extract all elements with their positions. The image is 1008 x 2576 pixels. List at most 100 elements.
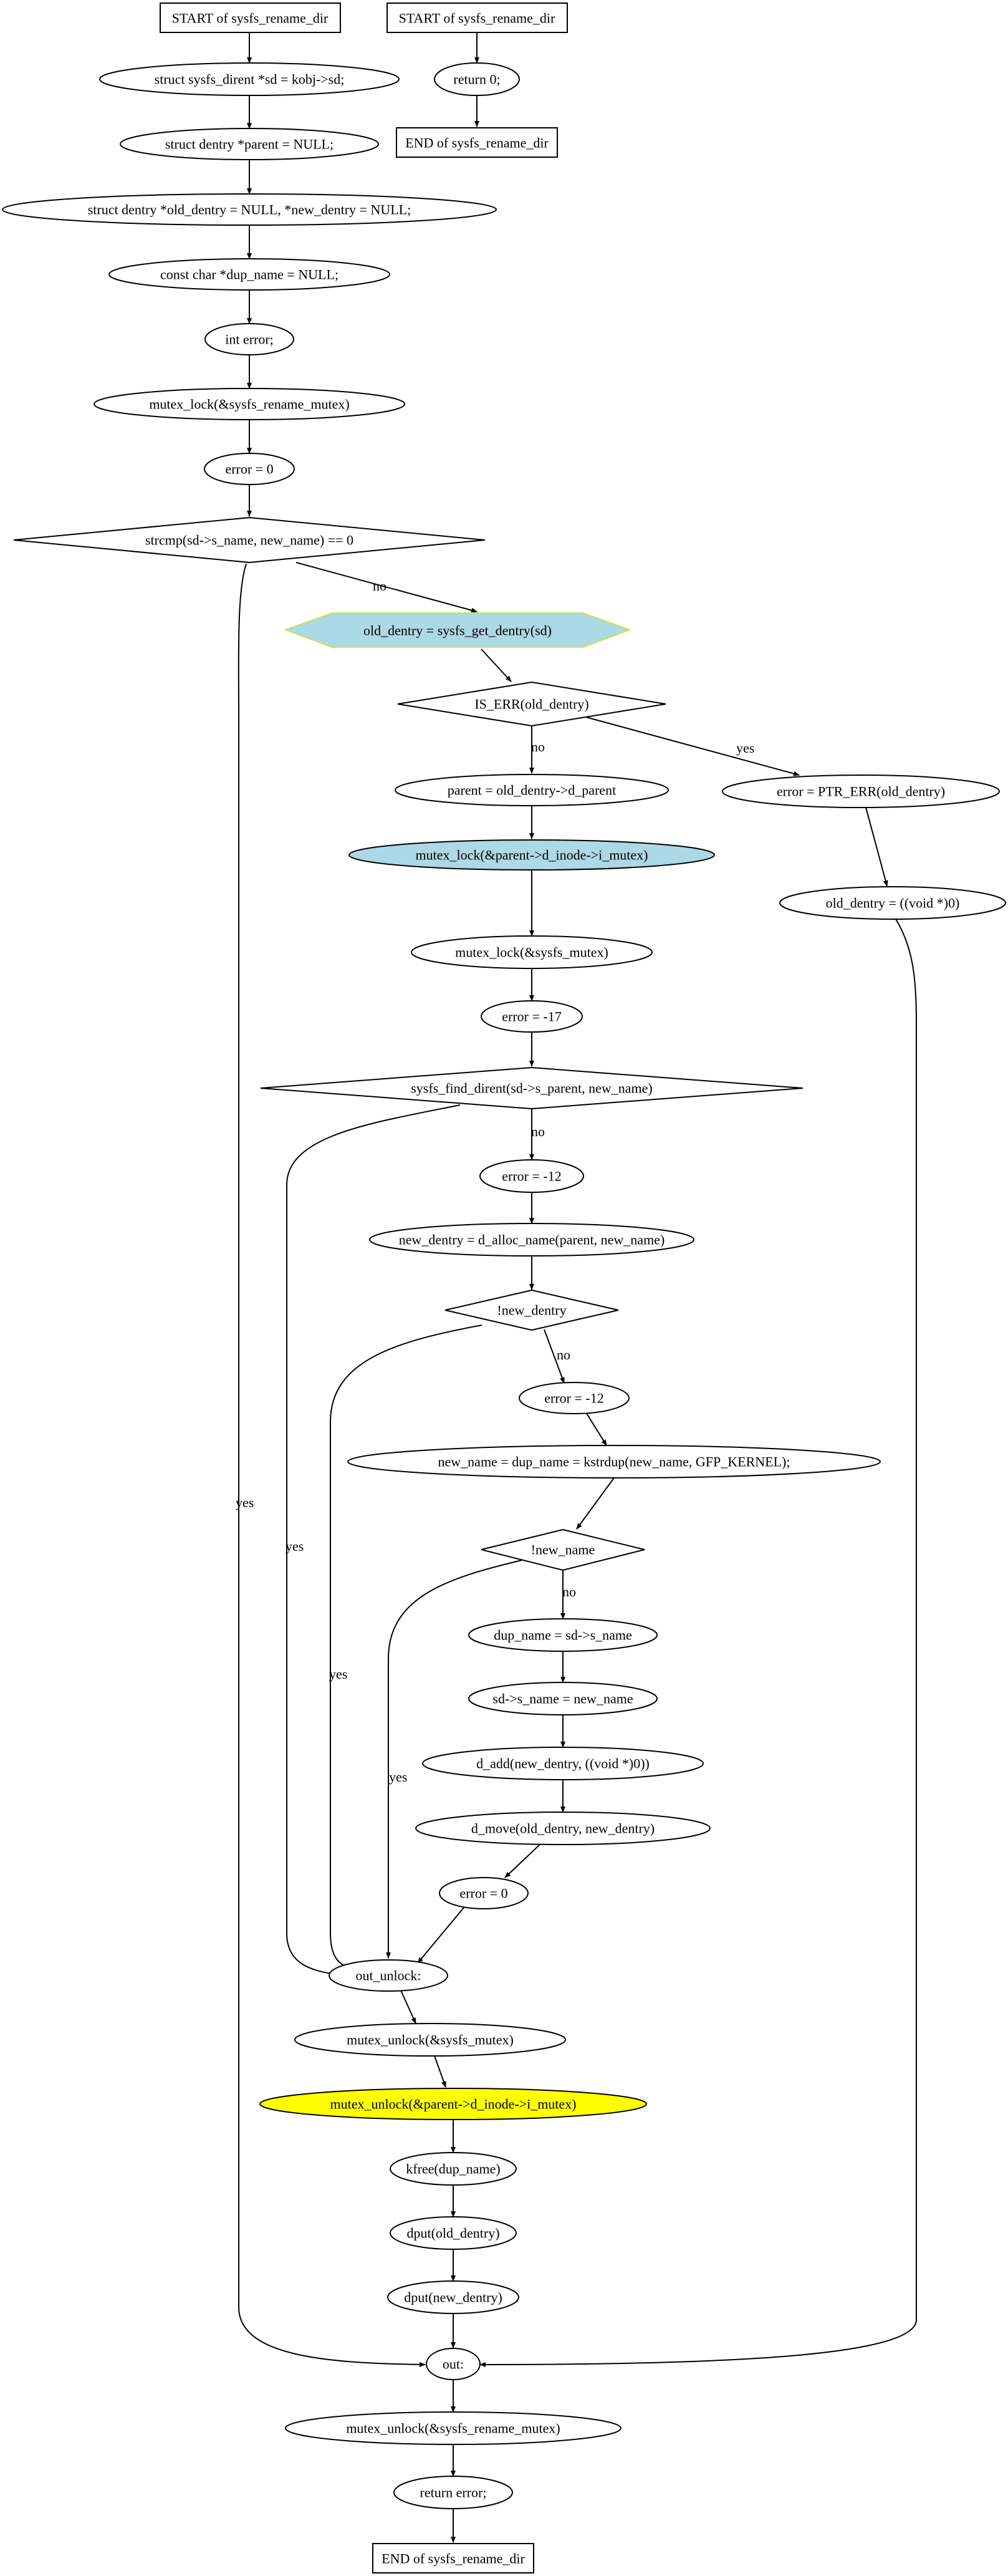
not-new-dentry-decision-label: !new_dentry	[497, 1303, 566, 1318]
strcmp-decision: strcmp(sd->s_name, new_name) == 0	[13, 516, 486, 564]
edge-outunlock-to-unlocksysfs	[400, 1990, 416, 2024]
edge-label-notnewname-no: no	[562, 1584, 576, 1599]
kstrdup-node: new_name = dup_name = kstrdup(new_name, …	[347, 1445, 881, 1479]
start-node-secondary: START of sysfs_rename_dir	[386, 2, 568, 33]
error-minus-12-second-node: error = -12	[519, 1382, 630, 1414]
error-zero-label: error = 0	[225, 461, 273, 477]
edge-oldnull-to-out	[479, 919, 917, 2367]
lock-rename-mutex-node: mutex_lock(&sysfs_rename_mutex)	[94, 388, 405, 420]
edge-label-iserr-no: no	[531, 739, 545, 755]
old-dentry-null-node: old_dentry = ((void *)0)	[779, 886, 1006, 920]
alloc-name-label: new_dentry = d_alloc_name(parent, new_na…	[399, 1232, 665, 1248]
return-error-label: return error;	[420, 2485, 487, 2501]
edge-unlocksysfs-to-unlockinode	[434, 2055, 446, 2088]
start-node: START of sysfs_rename_dir	[160, 2, 341, 33]
parent-assign-node: parent = old_dentry->d_parent	[395, 774, 669, 806]
out-unlock-node: out_unlock:	[329, 1959, 448, 1992]
edge-dmove-to-error0b	[504, 1844, 540, 1878]
error-zero-second-node: error = 0	[439, 1877, 529, 1909]
error-minus-12-node: error = -12	[479, 1159, 584, 1193]
kstrdup-label: new_name = dup_name = kstrdup(new_name, …	[438, 1454, 790, 1470]
d-move-label: d_move(old_dentry, new_dentry)	[471, 1821, 655, 1836]
error-zero-second-label: error = 0	[459, 1886, 507, 1901]
edge-label-strcmp-yes: yes	[236, 1495, 254, 1510]
end-node-secondary-label: END of sysfs_rename_dir	[405, 135, 549, 151]
start-node-label: START of sysfs_rename_dir	[172, 11, 329, 26]
ptr-err-node: error = PTR_ERR(old_dentry)	[722, 774, 1000, 808]
dput-new-node: dput(new_dentry)	[387, 2280, 519, 2314]
edge-ptrerr-to-oldnull	[865, 807, 888, 887]
parent-declaration-node: struct dentry *parent = NULL;	[120, 128, 379, 160]
error-minus-12-second-label: error = -12	[544, 1391, 603, 1406]
edge-label-notnewname-yes: yes	[389, 1769, 407, 1785]
end-node-secondary: END of sysfs_rename_dir	[396, 127, 558, 158]
error-minus-17-node: error = -17	[481, 1000, 583, 1033]
edge-error0b-to-outunlock	[417, 1906, 465, 1964]
dput-old-node: dput(old_dentry)	[390, 2216, 517, 2250]
dput-old-label: dput(old_dentry)	[406, 2226, 499, 2241]
not-new-dentry-decision: !new_dentry	[444, 1289, 619, 1331]
lock-inode-mutex-node: mutex_lock(&parent->d_inode->i_mutex)	[348, 839, 715, 871]
edge-kstrdup-to-notnewname	[576, 1477, 615, 1530]
not-new-name-decision: !new_name	[481, 1528, 645, 1571]
unlock-inode-mutex-label: mutex_unlock(&parent->d_inode->i_mutex)	[330, 2096, 576, 2112]
lock-sysfs-mutex-node: mutex_lock(&sysfs_mutex)	[411, 935, 653, 969]
lock-inode-mutex-label: mutex_lock(&parent->d_inode->i_mutex)	[415, 847, 648, 863]
edge-error12b-to-kstrdup	[585, 1412, 607, 1446]
edge-strcmp-yes-to-out	[238, 563, 426, 2367]
dupname-declaration-node: const char *dup_name = NULL;	[108, 258, 390, 291]
edge-label-strcmp-no: no	[373, 578, 386, 594]
unlock-inode-mutex-node: mutex_unlock(&parent->d_inode->i_mutex)	[259, 2088, 647, 2120]
edge-strcmp-no-to-getdentry	[295, 562, 478, 613]
dentry-declaration-node: struct dentry *old_dentry = NULL, *new_d…	[2, 193, 497, 226]
s-name-assign-label: sd->s_name = new_name	[492, 1691, 633, 1707]
out-node: out:	[426, 2348, 481, 2380]
edge-label-notnewdentry-yes: yes	[329, 1666, 347, 1682]
edge-label-finddirent-yes: yes	[286, 1538, 304, 1554]
out-label: out:	[443, 2357, 464, 2372]
ptr-err-label: error = PTR_ERR(old_dentry)	[777, 784, 945, 799]
edge-iserr-yes-to-ptrerr	[585, 716, 800, 776]
edges: yes no no yes yes no	[236, 32, 917, 2543]
int-error-label: int error;	[225, 332, 274, 347]
d-move-node: d_move(old_dentry, new_dentry)	[415, 1811, 711, 1845]
get-dentry-node: old_dentry = sysfs_get_dentry(sd)	[284, 612, 631, 648]
unlock-sysfs-mutex-label: mutex_unlock(&sysfs_mutex)	[347, 2032, 514, 2048]
dup-name-assign-label: dup_name = sd->s_name	[494, 1628, 632, 1643]
kfree-node: kfree(dup_name)	[390, 2152, 517, 2186]
dup-name-assign-node: dup_name = sd->s_name	[468, 1618, 658, 1652]
get-dentry-label: old_dentry = sysfs_get_dentry(sd)	[363, 623, 552, 639]
old-dentry-null-label: old_dentry = ((void *)0)	[826, 895, 960, 911]
parent-assign-label: parent = old_dentry->d_parent	[448, 783, 616, 798]
error-zero-node: error = 0	[204, 453, 295, 485]
edge-getdentry-to-iserr	[481, 649, 512, 682]
unlock-rename-mutex-label: mutex_unlock(&sysfs_rename_mutex)	[346, 2421, 560, 2436]
find-dirent-decision: sysfs_find_dirent(sd->s_parent, new_name…	[260, 1066, 804, 1110]
return-error-node: return error;	[393, 2476, 513, 2509]
strcmp-decision-label: strcmp(sd->s_name, new_name) == 0	[145, 533, 353, 548]
parent-declaration-label: struct dentry *parent = NULL;	[165, 137, 334, 152]
sd-declaration-node: struct sysfs_dirent *sd = kobj->sd;	[99, 62, 400, 96]
edge-label-finddirent-no: no	[531, 1124, 545, 1139]
d-add-label: d_add(new_dentry, ((void *)0))	[476, 1756, 650, 1772]
sd-declaration-label: struct sysfs_dirent *sd = kobj->sd;	[155, 72, 345, 87]
start-node-secondary-label: START of sysfs_rename_dir	[399, 11, 555, 26]
find-dirent-decision-label: sysfs_find_dirent(sd->s_parent, new_name…	[411, 1081, 653, 1096]
d-add-node: d_add(new_dentry, ((void *)0))	[422, 1747, 704, 1780]
end-node-label: END of sysfs_rename_dir	[382, 2551, 525, 2567]
edge-label-notnewdentry-no: no	[557, 1347, 570, 1363]
dupname-declaration-label: const char *dup_name = NULL;	[160, 267, 338, 282]
s-name-assign-node: sd->s_name = new_name	[468, 1682, 658, 1715]
dentry-declaration-label: struct dentry *old_dentry = NULL, *new_d…	[88, 202, 411, 218]
not-new-name-decision-label: !new_name	[531, 1542, 595, 1558]
edge-notnewdentry-yes-to-outunlock	[330, 1324, 482, 1969]
alloc-name-node: new_dentry = d_alloc_name(parent, new_na…	[369, 1223, 694, 1257]
out-unlock-label: out_unlock:	[355, 1968, 421, 1984]
is-err-decision-label: IS_ERR(old_dentry)	[474, 697, 588, 712]
lock-sysfs-mutex-label: mutex_lock(&sysfs_mutex)	[455, 945, 608, 960]
unlock-sysfs-mutex-node: mutex_unlock(&sysfs_mutex)	[294, 2023, 566, 2057]
get-dentry-hexagon	[284, 612, 631, 648]
edge-notnewname-yes-to-outunlock	[386, 1560, 522, 1959]
